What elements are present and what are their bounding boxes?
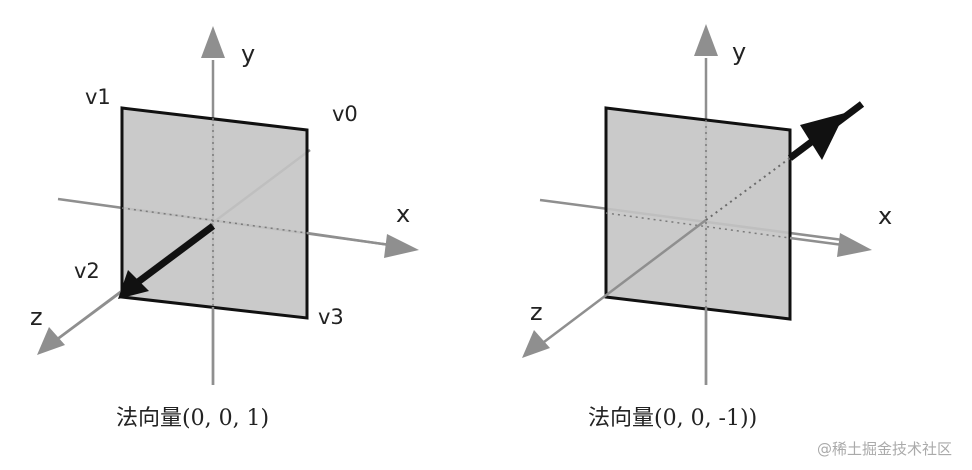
left-z-arrowhead <box>37 327 65 355</box>
right-plane <box>604 106 792 321</box>
left-x-arrowhead <box>384 234 419 258</box>
right-x-arrowhead <box>837 233 872 257</box>
left-caption: 法向量(0, 0, 1) <box>116 406 269 431</box>
left-normal-arrowhead <box>118 270 149 299</box>
left-x-axis-dotted <box>121 207 308 234</box>
right-axis-y-label: y <box>732 38 746 66</box>
right-x-axis-dotted <box>605 212 791 239</box>
left-axis-y-label: y <box>241 40 255 68</box>
vertex-v1-label: v1 <box>85 85 111 109</box>
right-x-axis-front <box>789 236 844 247</box>
right-z-axis-front <box>539 219 707 346</box>
left-normal-vector <box>135 223 216 285</box>
left-x-axis-front <box>306 231 391 247</box>
right-z-arrowhead <box>522 330 550 358</box>
left-y-arrowhead <box>201 26 225 58</box>
watermark: @稀土掘金技术社区 <box>817 440 952 458</box>
left-plane <box>120 106 309 320</box>
right-axis-x-label: x <box>878 202 892 230</box>
right-caption: 法向量(0, 0, -1)) <box>588 406 757 431</box>
vertex-v2-label: v2 <box>74 259 100 283</box>
left-axis-z-label: z <box>30 303 43 331</box>
right-normal-arrowhead <box>800 113 845 160</box>
right-diagram: y x z 法向量(0, 0, -1)) <box>522 24 892 431</box>
left-diagram: y x z v0 v1 v2 v3 法向量(0, 0, 1) <box>30 26 419 431</box>
vertex-v3-label: v3 <box>318 305 344 329</box>
vertex-v0-label: v0 <box>332 102 358 126</box>
right-axis-z-label: z <box>530 298 543 326</box>
right-y-arrowhead <box>694 24 718 56</box>
left-axis-x-label: x <box>396 200 410 228</box>
